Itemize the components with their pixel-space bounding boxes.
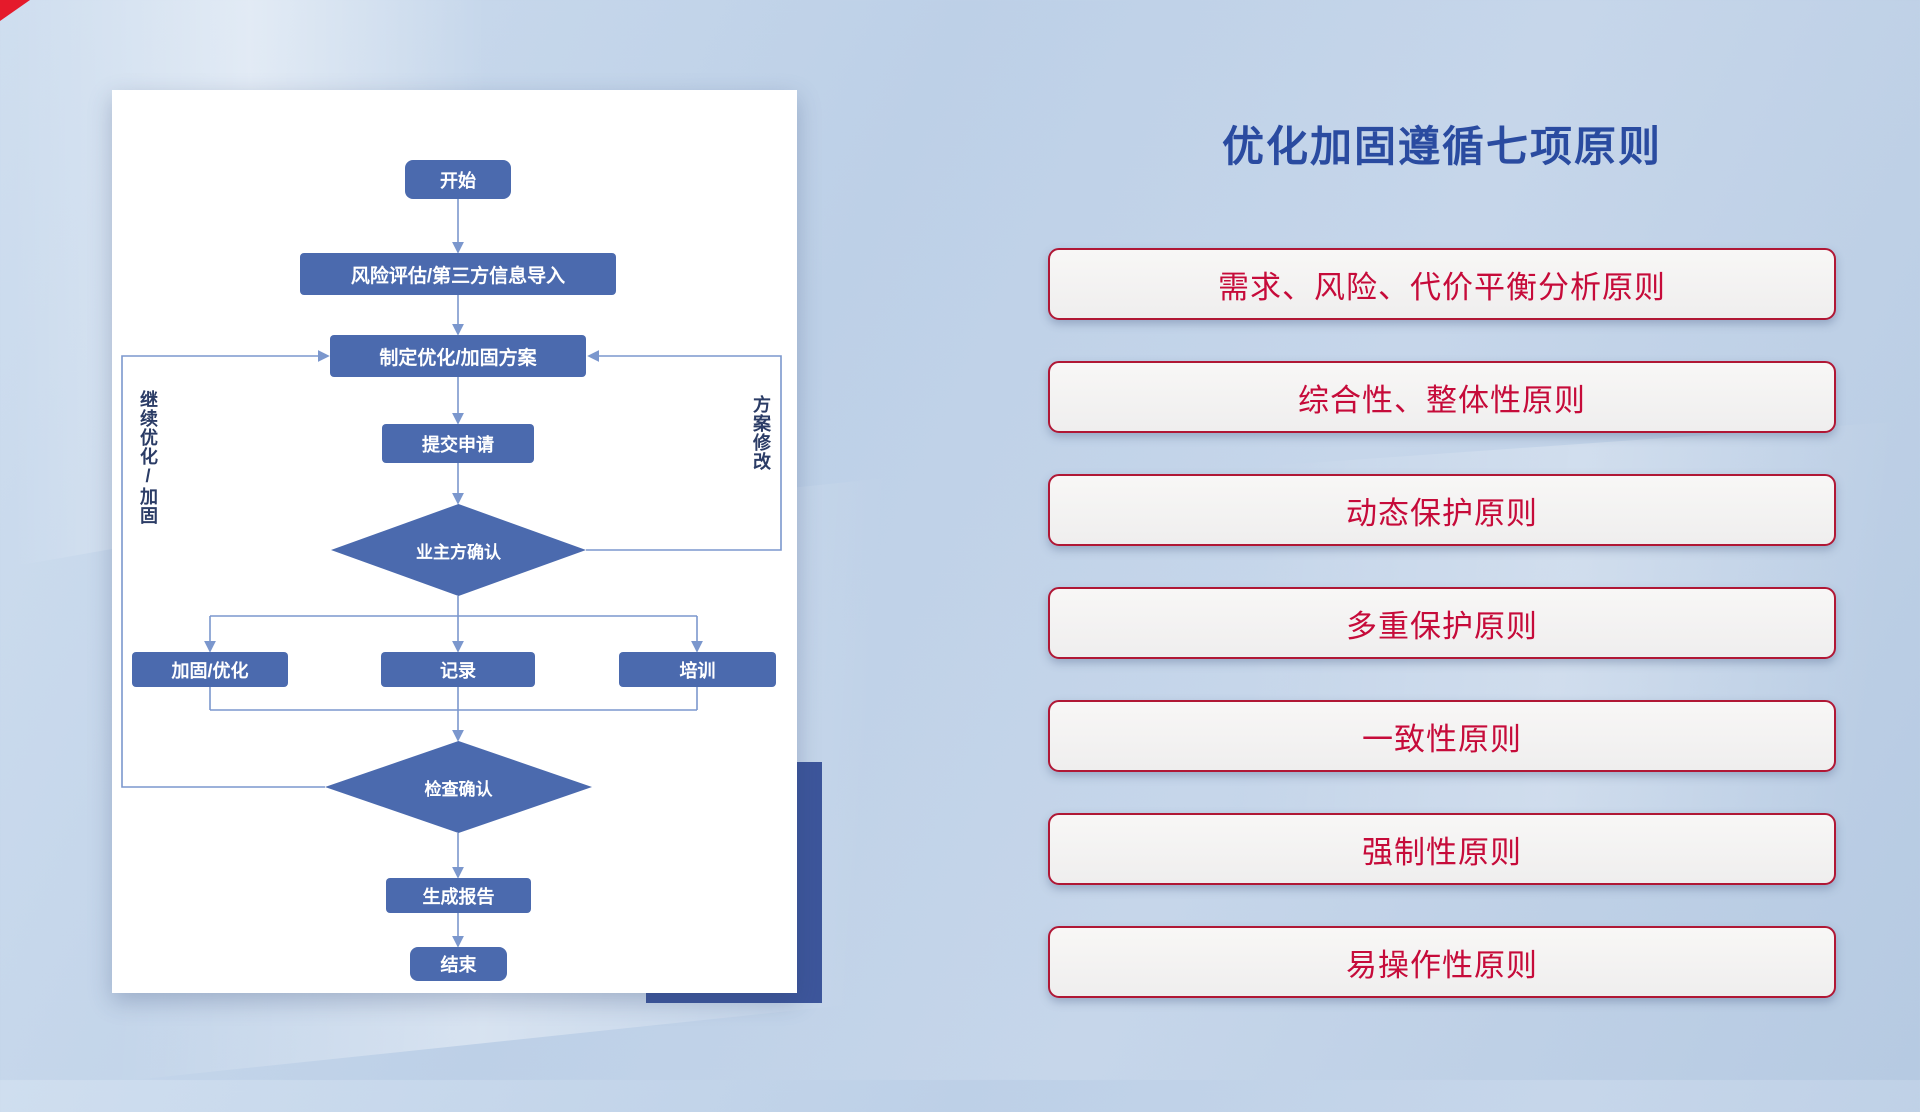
flow-node-end: 结束 xyxy=(410,947,507,981)
flow-node-start: 开始 xyxy=(405,160,511,199)
principle-item-5: 一致性原则 xyxy=(1048,700,1836,772)
flow-node-reinforce: 加固/优化 xyxy=(132,652,288,687)
principles-title: 优化加固遵循七项原则 xyxy=(1221,123,1662,170)
corner-accent-triangle xyxy=(0,0,30,21)
flow-node-record: 记录 xyxy=(381,652,535,687)
flow-node-risk-import: 风险评估/第三方信息导入 xyxy=(300,253,616,295)
flow-node-report: 生成报告 xyxy=(386,878,531,913)
flow-node-training: 培训 xyxy=(619,652,776,687)
principle-item-1: 需求、风险、代价平衡分析原则 xyxy=(1048,248,1836,320)
flow-node-submit: 提交申请 xyxy=(382,424,534,463)
flow-node-make-plan: 制定优化/加固方案 xyxy=(330,335,586,377)
principle-item-6: 强制性原则 xyxy=(1048,813,1836,885)
flowchart-card: 开始 风险评估/第三方信息导入 制定优化/加固方案 提交申请 业主方确认 加固/… xyxy=(112,90,797,993)
principle-item-2: 综合性、整体性原则 xyxy=(1048,361,1836,433)
flow-edge-label-continue-optimize: 继续优化/加固 xyxy=(138,390,158,525)
principle-item-3: 动态保护原则 xyxy=(1048,474,1836,546)
principle-item-4: 多重保护原则 xyxy=(1048,587,1836,659)
flow-edge-label-plan-revision: 方案修改 xyxy=(751,395,771,471)
flow-connectors-lines xyxy=(121,199,782,948)
principle-item-7: 易操作性原则 xyxy=(1048,926,1836,998)
